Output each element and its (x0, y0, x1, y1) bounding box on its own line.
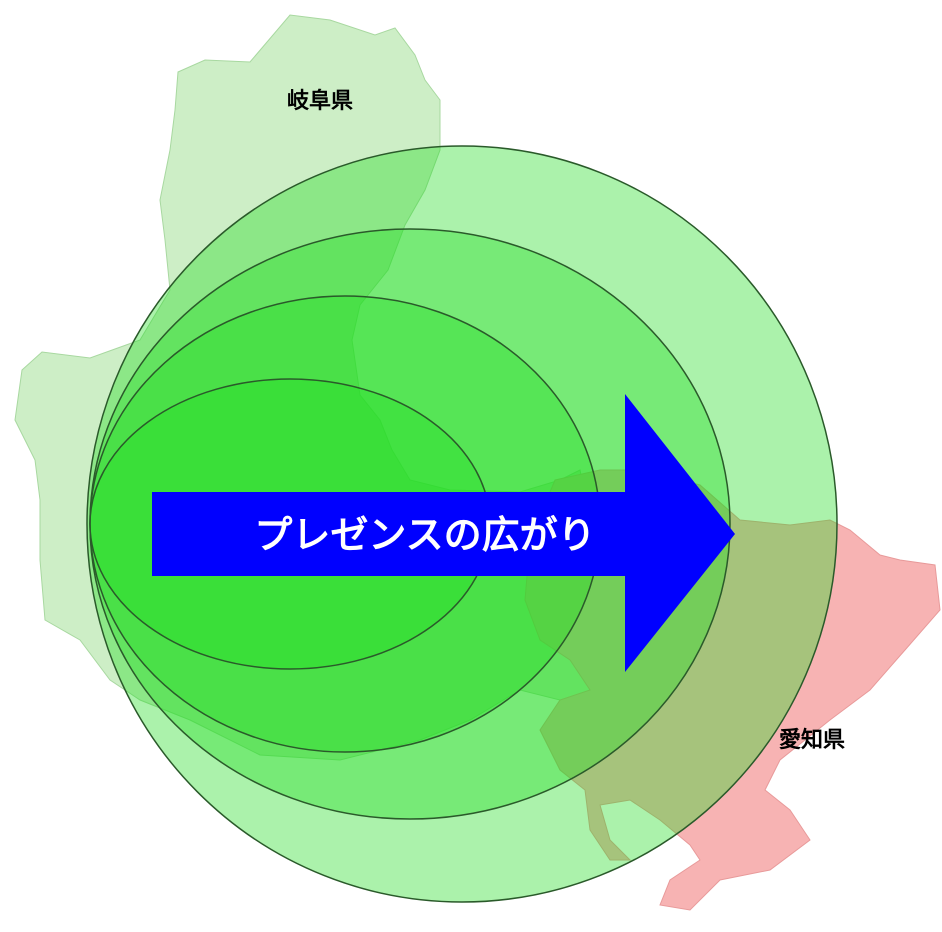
aichi-label: 愛知県 (779, 727, 845, 753)
gifu-label: 岐阜県 (287, 88, 353, 114)
presence-arrow (152, 394, 735, 672)
presence-label: プレゼンスの広がり (254, 513, 595, 557)
